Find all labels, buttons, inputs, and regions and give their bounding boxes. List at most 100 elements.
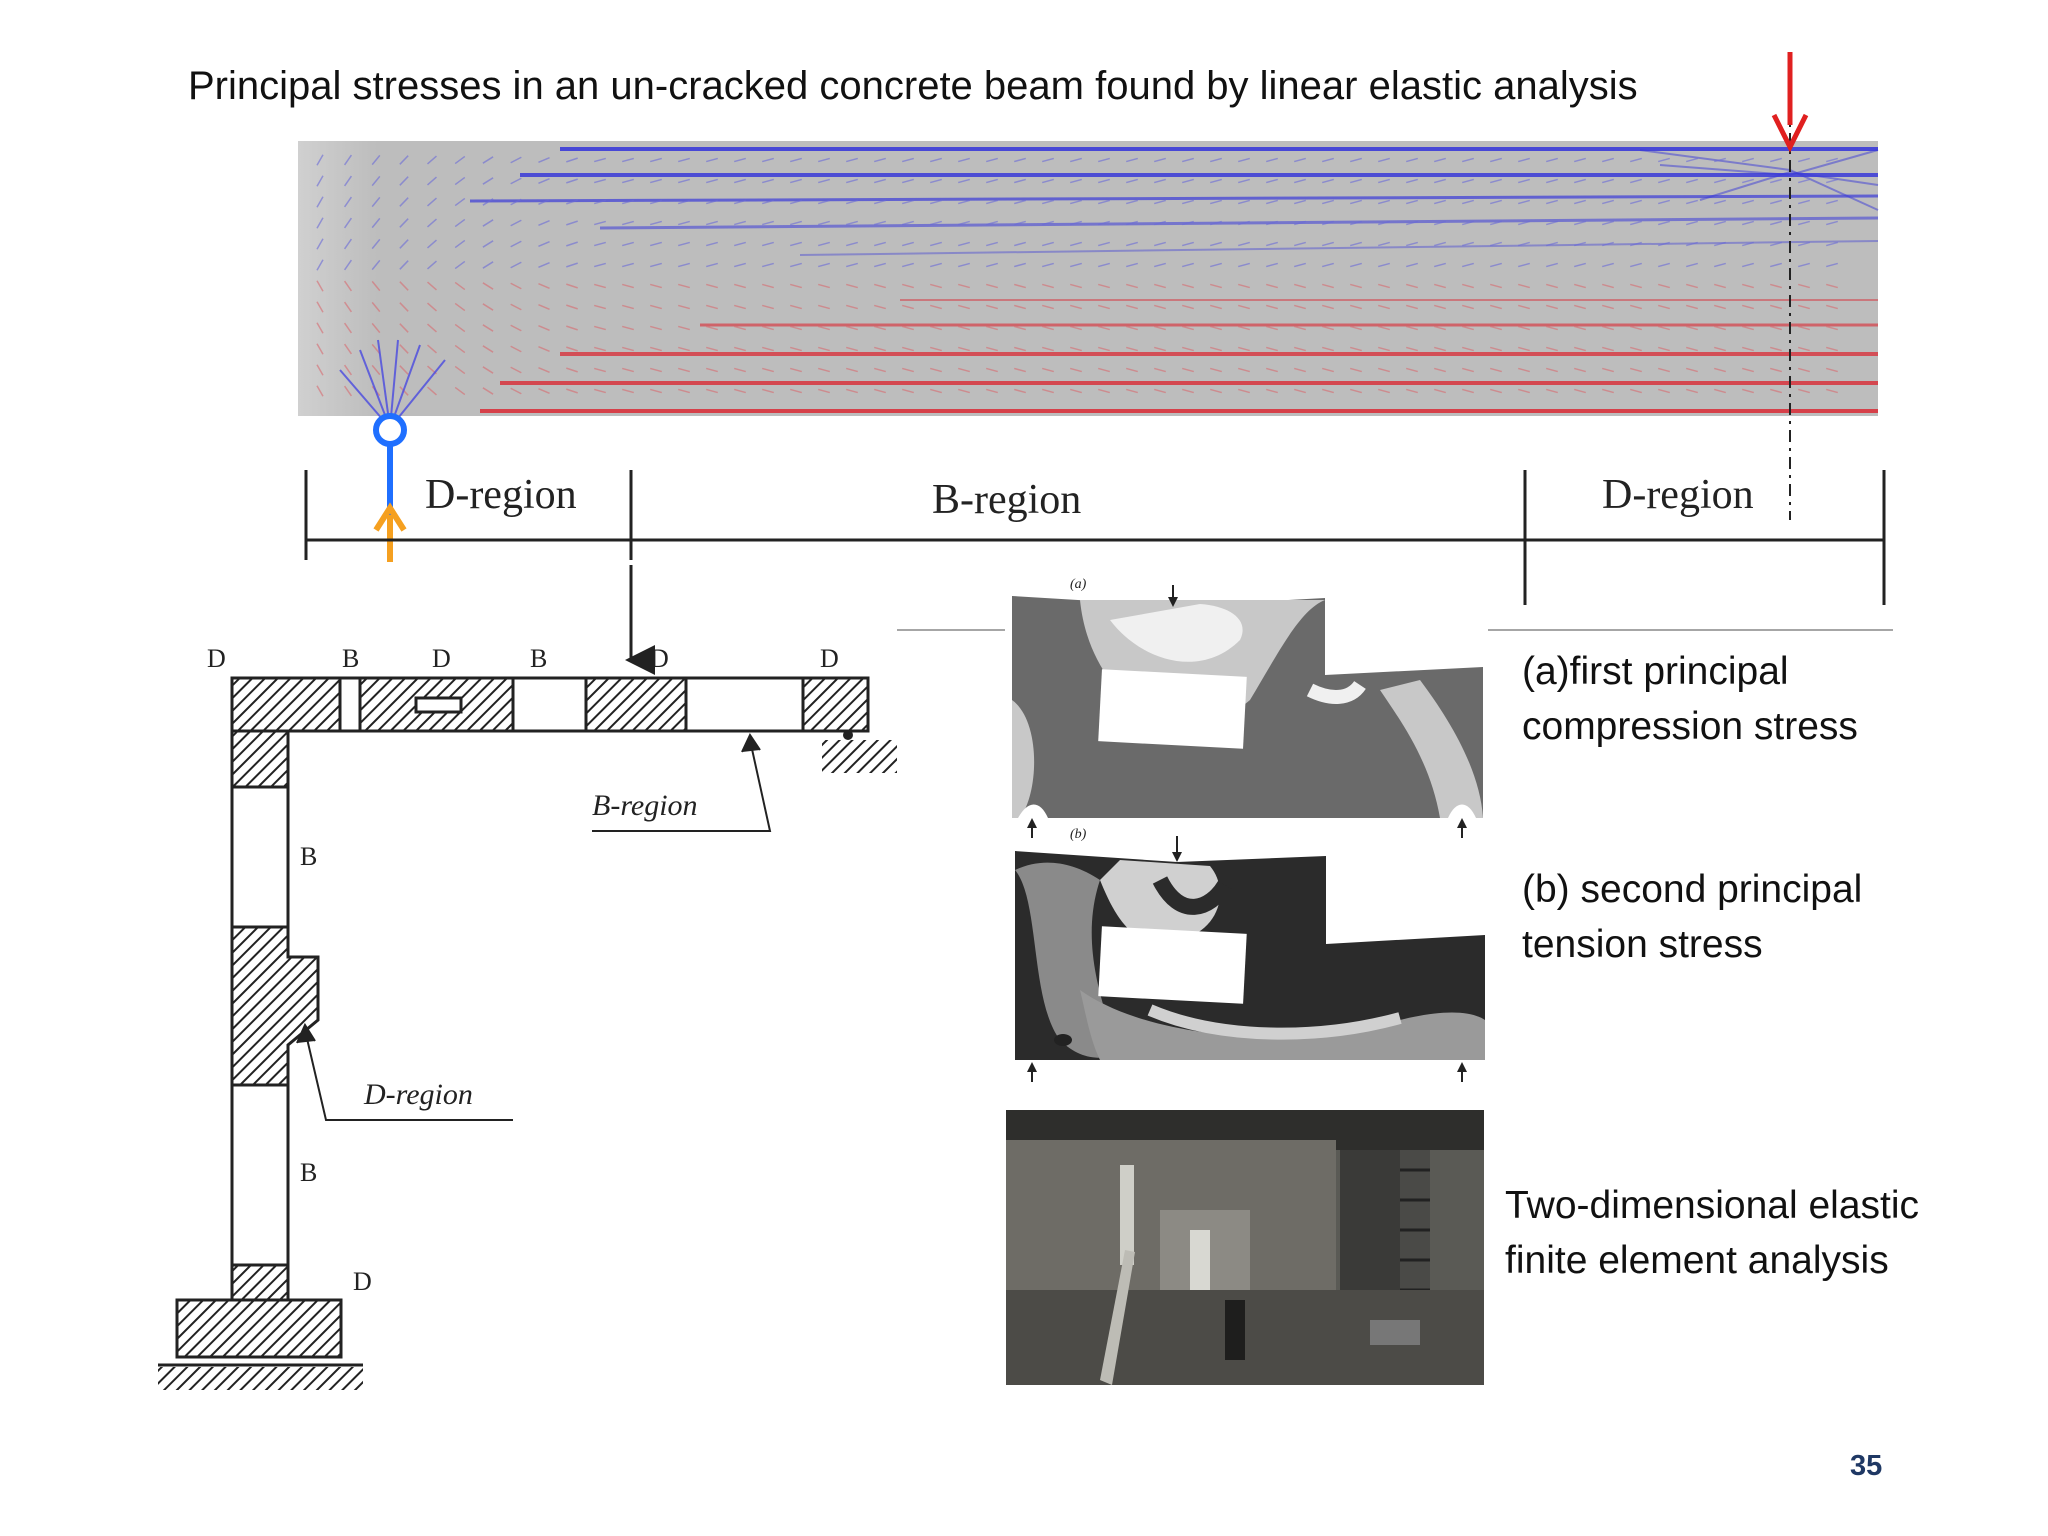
stress-tick <box>1714 346 1726 352</box>
stress-tick <box>1602 388 1614 394</box>
stress-tick <box>1490 367 1502 373</box>
stress-tick <box>426 323 438 333</box>
stress-tick <box>622 325 634 331</box>
stress-tick <box>1350 241 1362 247</box>
stress-tick <box>1042 367 1054 373</box>
stress-tick <box>1714 220 1726 226</box>
stress-tick <box>790 157 802 163</box>
stress-tick <box>1126 157 1138 163</box>
stress-tick <box>566 325 578 331</box>
stress-tick <box>818 199 830 205</box>
stress-tick <box>986 304 998 310</box>
stress-tick <box>1658 157 1670 163</box>
stress-tick <box>1210 178 1222 184</box>
stress-tick <box>399 218 409 228</box>
fe-tag-a: (a) <box>1070 577 1087 592</box>
stress-tick <box>566 388 578 394</box>
stress-tick <box>706 262 718 268</box>
stress-tick <box>874 304 886 310</box>
stress-tick <box>1490 220 1502 226</box>
stress-tick <box>1462 388 1474 394</box>
stress-tick <box>1098 367 1110 373</box>
stress-tick <box>1574 367 1586 373</box>
stress-tick <box>1014 388 1026 394</box>
stress-tick <box>510 240 522 248</box>
stress-tick <box>1378 220 1390 226</box>
fe-tag-b: (b) <box>1070 827 1087 842</box>
stress-tick <box>1210 241 1222 247</box>
stress-tick <box>566 157 578 163</box>
frame-letter-d2: D <box>432 644 451 673</box>
stress-tick <box>1154 346 1166 352</box>
stress-tick <box>1154 367 1166 373</box>
stress-tick <box>1798 325 1810 331</box>
stress-tick <box>1294 199 1306 205</box>
stress-tick <box>1070 388 1082 394</box>
stress-tick <box>426 344 438 354</box>
stress-tick <box>1238 325 1250 331</box>
stress-tick <box>1042 262 1054 268</box>
stress-tick <box>1658 178 1670 184</box>
stress-tick <box>1798 199 1810 205</box>
stress-tick <box>1798 262 1810 268</box>
stress-tick <box>1714 367 1726 373</box>
stress-tick <box>1210 367 1222 373</box>
stress-tick <box>706 178 718 184</box>
stress-tick <box>1826 388 1838 394</box>
stress-tick <box>1182 157 1194 163</box>
stress-tick <box>316 196 324 208</box>
stress-tick <box>1210 388 1222 394</box>
stress-tick <box>1686 178 1698 184</box>
stress-tick <box>1714 325 1726 331</box>
stress-tick <box>1378 283 1390 289</box>
stress-tick <box>1070 304 1082 310</box>
stress-tick <box>594 262 606 268</box>
stress-tick <box>678 346 690 352</box>
stress-tick <box>818 262 830 268</box>
stress-tick <box>1658 367 1670 373</box>
stress-tick <box>1126 178 1138 184</box>
stress-tick <box>1406 199 1418 205</box>
stress-tick <box>1546 220 1558 226</box>
stress-tick <box>482 345 494 353</box>
stress-tick <box>316 217 324 229</box>
stress-tick <box>1294 367 1306 373</box>
stress-tick <box>316 301 324 313</box>
stress-tick <box>762 178 774 184</box>
stress-tick <box>510 345 522 353</box>
stress-tick <box>706 367 718 373</box>
stress-tick <box>1798 178 1810 184</box>
stress-tick <box>706 241 718 247</box>
stress-tick <box>1630 346 1642 352</box>
stress-tick <box>1126 388 1138 394</box>
stress-tick <box>566 346 578 352</box>
stress-tick <box>482 282 494 290</box>
stress-tick <box>316 364 324 376</box>
stress-tick <box>874 241 886 247</box>
stress-tick <box>454 323 466 333</box>
stress-tick <box>846 262 858 268</box>
stress-tick <box>510 324 522 332</box>
stress-tick <box>1798 241 1810 247</box>
stress-tick <box>1574 178 1586 184</box>
stress-tick <box>1266 157 1278 163</box>
stress-tick <box>1602 304 1614 310</box>
stress-tick <box>1490 388 1502 394</box>
stress-tick <box>1210 157 1222 163</box>
caption-b-line2: tension stress <box>1522 923 1763 966</box>
stress-tick <box>1266 304 1278 310</box>
stress-tick <box>426 386 438 396</box>
stress-tick <box>706 388 718 394</box>
stress-tick <box>1770 388 1782 394</box>
stress-tick <box>1630 199 1642 205</box>
stress-tick <box>1126 325 1138 331</box>
stress-tick <box>1126 241 1138 247</box>
stress-tick <box>594 388 606 394</box>
stress-tick <box>566 220 578 226</box>
stress-tick <box>1658 325 1670 331</box>
stress-tick <box>986 346 998 352</box>
stress-tick <box>1434 325 1446 331</box>
beam-stress-plot <box>298 52 1879 562</box>
stress-tick <box>650 325 662 331</box>
stress-tick <box>594 178 606 184</box>
